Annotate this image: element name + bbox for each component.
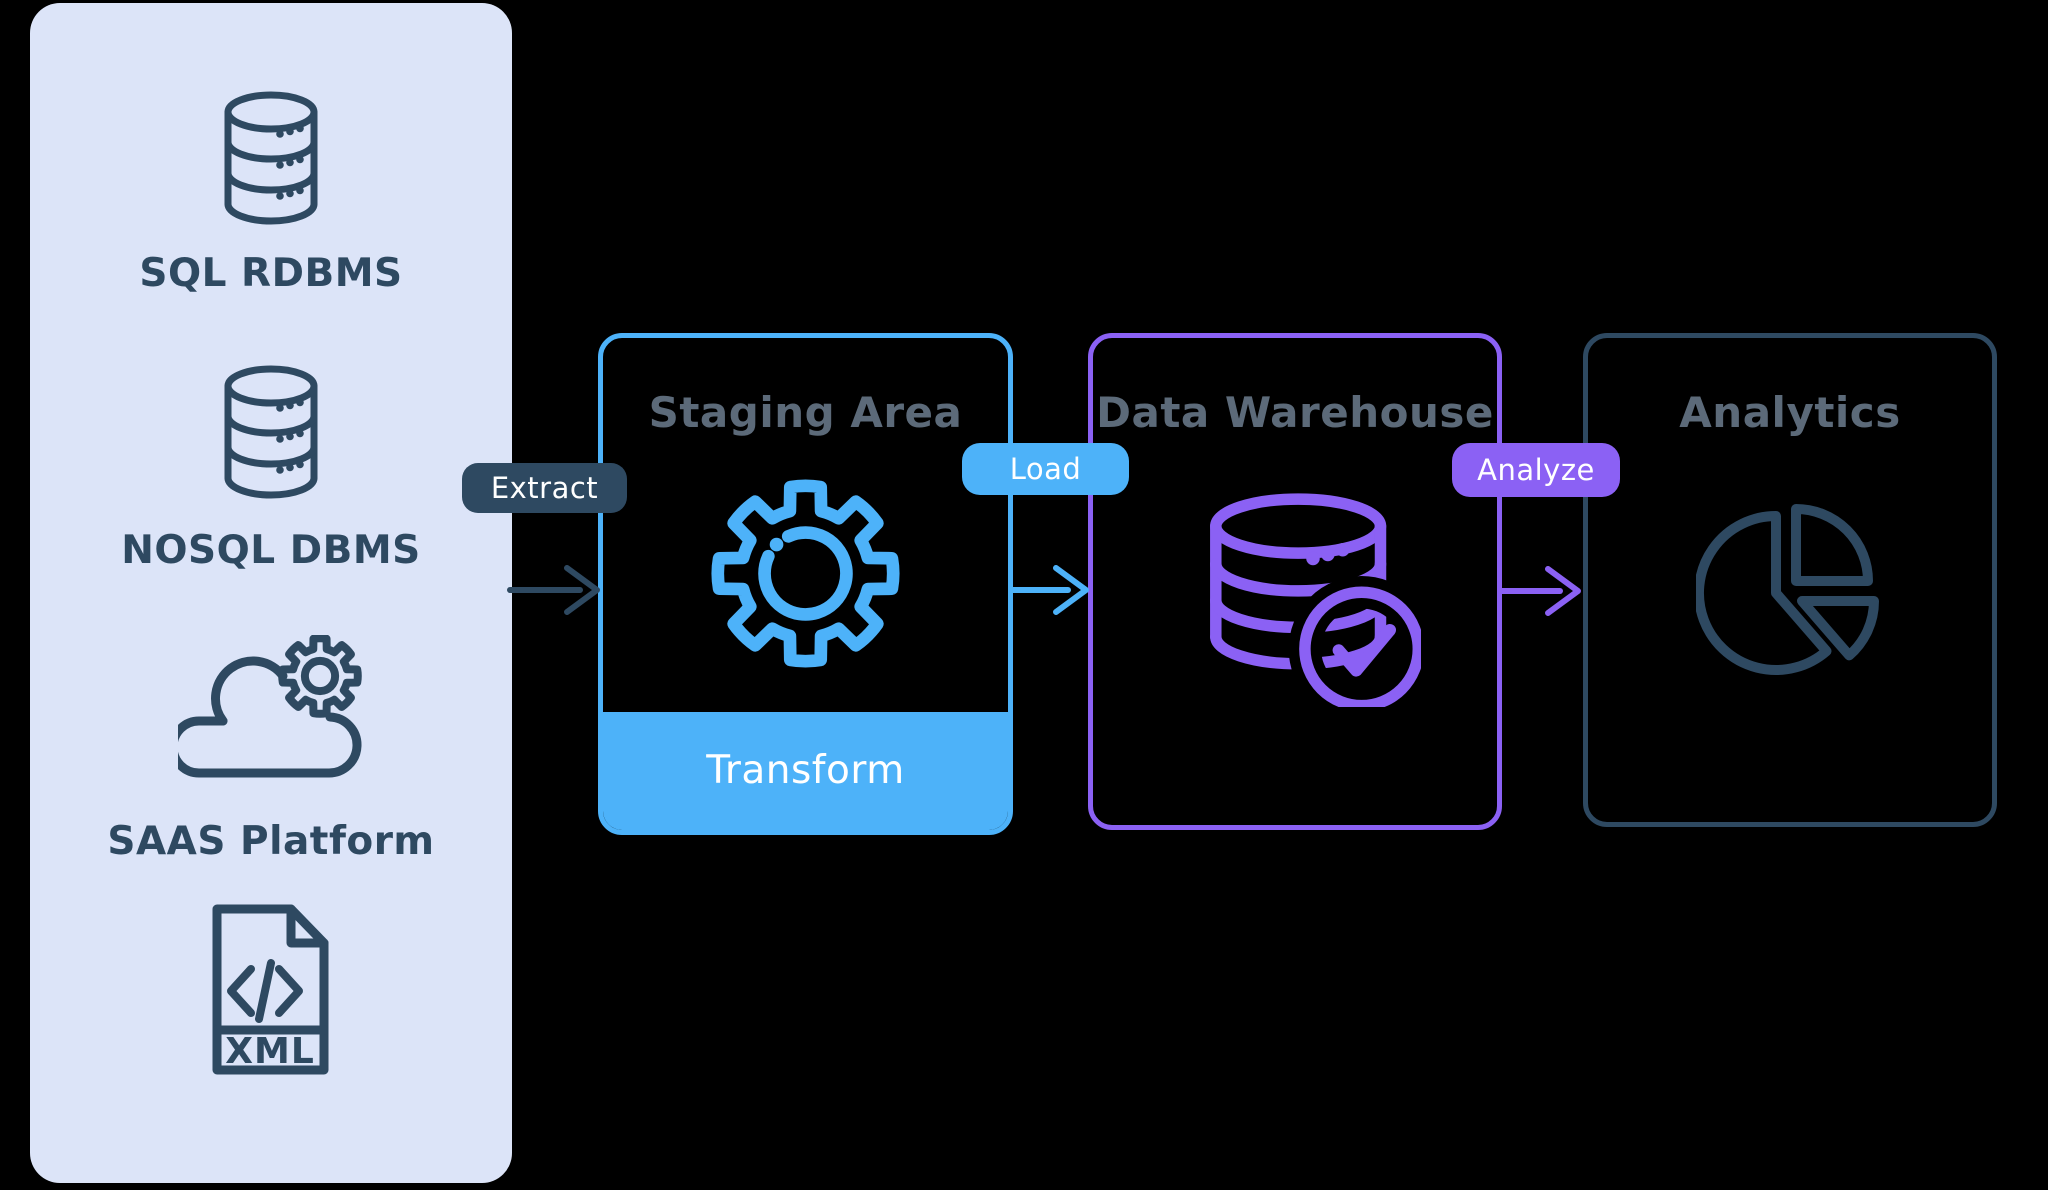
- analyze-badge: Analyze: [1452, 443, 1620, 497]
- data-sources-panel: SQL RDBMS NOSQL DBMS: [30, 3, 512, 1183]
- source-label: SQL RDBMS: [139, 251, 403, 296]
- staging-area-title: Staging Area: [648, 388, 963, 437]
- analyze-arrow: [1499, 566, 1581, 616]
- analytics-box: Analytics: [1583, 333, 1997, 827]
- database-icon: [224, 365, 318, 499]
- database-check-icon: [1210, 493, 1421, 707]
- source-label: NOSQL DBMS: [121, 528, 421, 573]
- extract-arrow: [507, 565, 600, 615]
- data-warehouse-title: Data Warehouse: [1096, 388, 1494, 437]
- load-arrow: [1010, 565, 1089, 615]
- pie-chart-icon: [1696, 504, 1879, 675]
- extract-badge: Extract: [462, 463, 627, 513]
- xml-document-icon: XML: [212, 904, 329, 1075]
- staging-area-box: Staging Area Transform: [598, 333, 1013, 835]
- gear-icon: [711, 479, 900, 668]
- database-icon: [224, 91, 318, 225]
- analytics-title: Analytics: [1679, 388, 1901, 437]
- xml-label: XML: [225, 1031, 315, 1072]
- data-warehouse-box: Data Warehouse: [1088, 333, 1502, 830]
- load-badge: Load: [962, 443, 1129, 495]
- cloud-gear-icon: [178, 635, 362, 778]
- transform-footer: Transform: [603, 712, 1008, 830]
- source-label: SAAS Platform: [107, 819, 435, 864]
